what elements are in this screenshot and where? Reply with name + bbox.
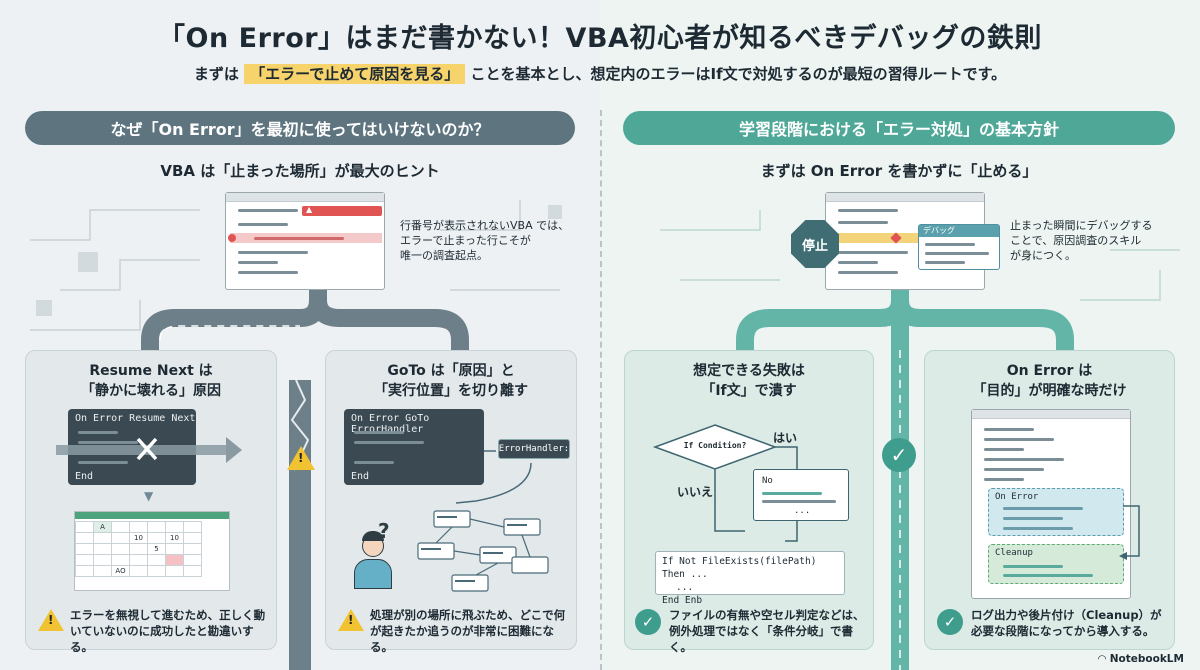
center-divider: [600, 110, 602, 670]
if-statement-title: 想定できる失敗は「If文」で潰す: [693, 363, 805, 399]
left-section-banner: なぜ「On Error」を最初に使ってはいけないのか？: [25, 111, 575, 145]
warning-icon: !: [38, 609, 64, 631]
check-icon: ✓: [937, 609, 963, 635]
right-note: 止まった瞬間にデバッグすることで、原因調査のスキルが身につく。: [1010, 219, 1153, 262]
no-label: いいえ: [677, 485, 714, 499]
resume-next-panel: Resume Next は「静かに壊れる」原因 On Error Resume …: [25, 350, 277, 654]
skip-arrow: [56, 437, 242, 463]
on-error-panel: On Error は「目的」が明確な時だけ On Error Cleanup ✓…: [924, 350, 1175, 650]
right-heading: まずは On Error を書かずに「止める」: [760, 162, 1038, 180]
brand-logo: ◠ NotebookLM: [1098, 653, 1184, 665]
window-titlebar: [226, 193, 384, 202]
down-arrow-icon: ▼: [144, 489, 154, 503]
page-title: 「On Error」はまだ書かない！VBA初心者が知るべきデバッグの鉄則: [158, 23, 1042, 54]
page-subtitle: まずは 「エラーで止めて原因を見る」 ことを基本とし、想定内のエラーはIf文で対…: [0, 63, 1200, 84]
subtitle-pre: まずは: [193, 65, 239, 83]
stop-sign-icon: 停止: [791, 220, 839, 268]
on-error-note: ログ出力や後片付け（Cleanup）が必要な段階になってから導入する。: [971, 608, 1162, 638]
question-mark: ?: [378, 519, 390, 543]
if-statement-note: ファイルの有無や空セル判定などは、例外処理ではなく「条件分岐」で書く。: [669, 608, 865, 654]
subtitle-highlight: 「エラーで止めて原因を見る」: [244, 64, 466, 84]
goto-jump-arrows: [417, 450, 549, 592]
on-error-title: On Error は「目的」が明確な時だけ: [972, 363, 1127, 399]
goto-panel: GoTo は「原因」と「実行位置」を切り離す On Error GoTo Err…: [325, 350, 577, 654]
error-handler-label: ErrorHandler:: [498, 439, 570, 459]
no-branch-box: No ...: [753, 469, 849, 521]
center-warning-icon: !: [287, 446, 315, 470]
yes-label: はい: [773, 431, 798, 445]
vba-editor-window: ▲: [225, 192, 385, 290]
if-statement-panel: 想定できる失敗は「If文」で潰す If Condition? はい いいえ No…: [624, 350, 874, 654]
cleanup-block: Cleanup: [988, 544, 1124, 584]
left-note: 行番号が表示されないVBA では、エラーで止まった行こそが唯一の調査起点。: [400, 219, 570, 262]
notebooklm-icon: ◠: [1098, 653, 1110, 665]
if-code-box: If Not FileExists(filePath) Then ......E…: [655, 551, 845, 606]
resume-next-note: エラーを無視して進むため、正しく動いていないのに成功したと勘違いする。: [70, 608, 266, 654]
warning-icon: !: [338, 609, 364, 631]
on-error-editor: On Error Cleanup: [971, 409, 1131, 599]
cleanup-arrow: [1119, 505, 1140, 560]
if-flowchart: [652, 424, 798, 542]
if-condition: If Condition?: [683, 441, 747, 450]
confused-person-icon: [354, 527, 394, 591]
check-icon: ✓: [635, 609, 661, 635]
resume-next-title: Resume Next は「静かに壊れる」原因: [81, 363, 221, 399]
breakpoint-icon: [228, 234, 236, 242]
goto-title: GoTo は「原因」と「実行位置」を切り離す: [374, 363, 528, 399]
goto-note: 処理が別の場所に飛ぶため、どこで何が起きたか追うのが非常に困難になる。: [370, 608, 566, 654]
goto-code: On Error GoTo ErrorHandler End: [344, 409, 484, 485]
right-section-banner: 学習段階における「エラー対処」の基本方針: [623, 111, 1175, 145]
left-heading: VBA は「止まった場所」が最大のヒント: [160, 162, 440, 180]
subtitle-post: ことを基本とし、想定内のエラーはIf文で対処するのが最短の習得ルートです。: [470, 65, 1007, 83]
on-error-block: On Error: [988, 488, 1124, 536]
error-line: ▲: [302, 205, 382, 216]
debug-window: デバッグ: [918, 224, 1000, 270]
center-check-icon: ✓: [882, 438, 916, 472]
